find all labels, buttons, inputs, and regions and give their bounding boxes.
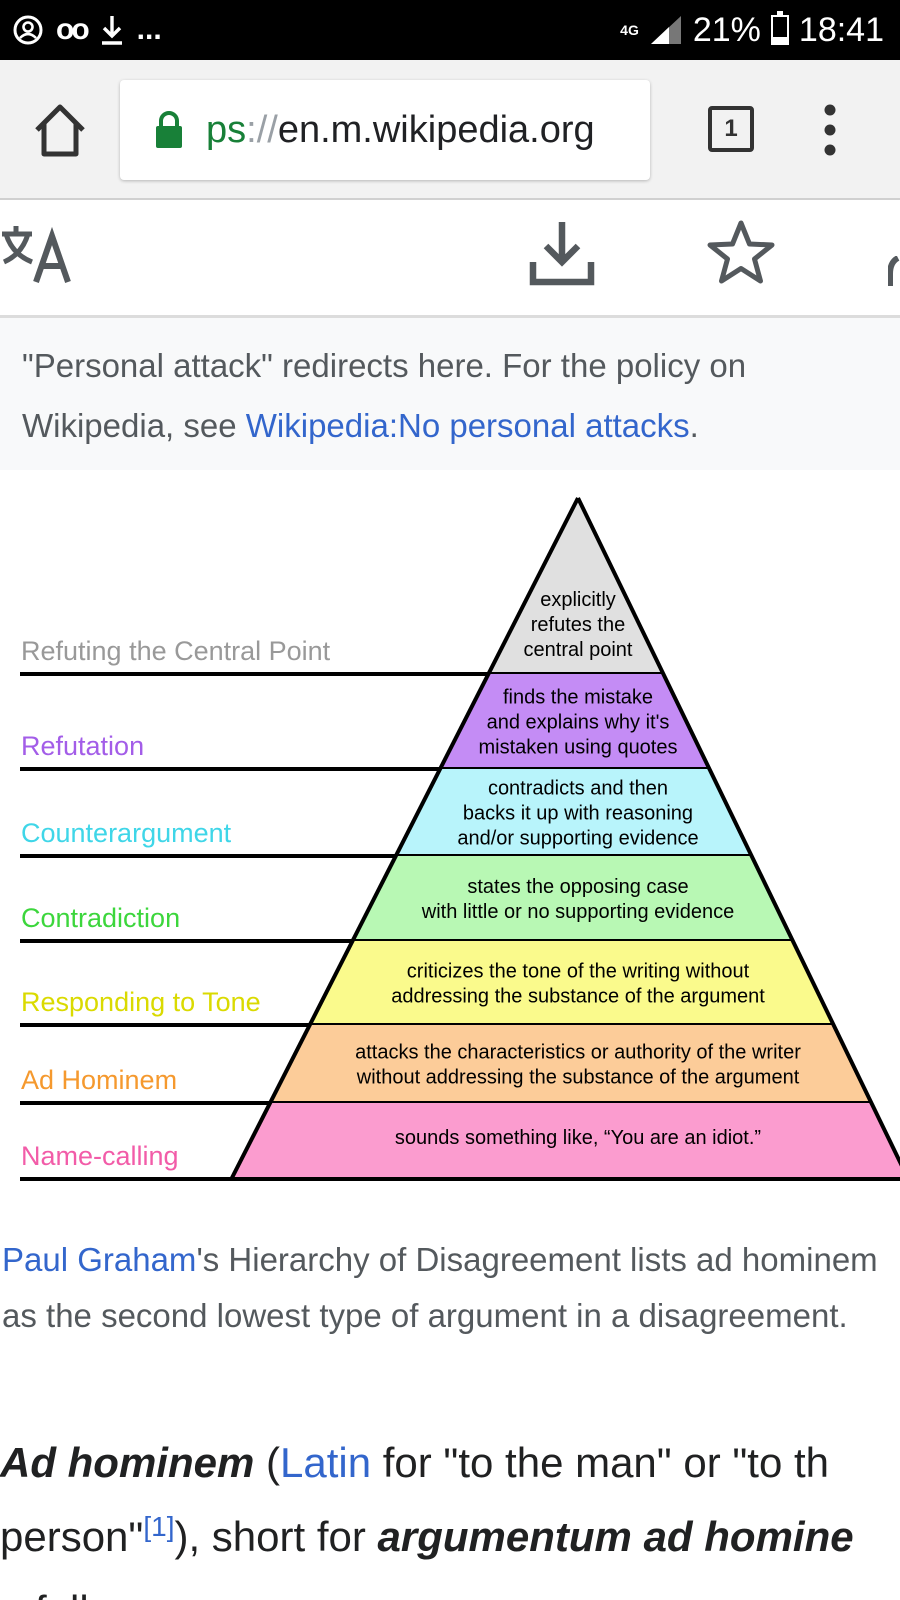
account-icon [13, 15, 43, 45]
download-icon[interactable] [528, 218, 596, 288]
term-ad-hominem: Ad hominem [0, 1439, 255, 1486]
level-label: Contradiction [21, 903, 180, 933]
pyramid-tier [440, 674, 710, 769]
status-bar: oo ... 4G 21% 18:41 [0, 0, 900, 60]
pyramid-edge-right [576, 497, 900, 1167]
pyramid-tier [270, 1025, 872, 1103]
article-text: a fallacy [0, 1587, 154, 1600]
pyramid-tier [352, 856, 793, 941]
level-description: with little or no supporting evidence [421, 901, 734, 923]
star-icon[interactable] [706, 218, 776, 288]
hatnote: "Personal attack" redirects here. For th… [0, 318, 900, 470]
term-argumentum: argumentum ad homine [377, 1513, 854, 1560]
url-text[interactable]: ps://en.m.wikipedia.org [206, 109, 595, 152]
address-bar[interactable]: ps://en.m.wikipedia.org [120, 80, 650, 180]
pyramid-tier [488, 498, 664, 674]
level-description: states the opposing case [467, 876, 688, 898]
article-text: for "to the man" or "to th [371, 1439, 830, 1486]
article-line: a fallacy [0, 1574, 900, 1600]
lock-icon [156, 111, 182, 148]
network-type-label: 4G [620, 22, 639, 38]
hatnote-text-end: . [689, 407, 699, 444]
level-description: refutes the [531, 614, 626, 636]
tab-switcher-button[interactable]: 1 [708, 106, 754, 152]
article-text: ), short for [174, 1513, 378, 1560]
pyramid-edge-left [229, 497, 580, 1180]
level-description: central point [524, 639, 633, 661]
level-description: contradicts and then [488, 778, 668, 800]
level-label: Refuting the Central Point [21, 636, 331, 666]
level-description: finds the mistake [503, 687, 653, 709]
level-label: Name-calling [21, 1141, 179, 1171]
level-label: Responding to Tone [21, 987, 261, 1017]
article-text: person" [0, 1513, 144, 1560]
caption-link[interactable]: Paul Graham [2, 1241, 197, 1278]
voicemail-icon: oo [56, 13, 90, 46]
level-description: attacks the characteristics or authority… [355, 1042, 801, 1064]
pyramid-tier [309, 941, 834, 1025]
caption-text: 's Hierarchy of Disagreement lists ad ho… [2, 1241, 878, 1334]
level-label: Ad Hominem [21, 1065, 177, 1095]
level-description: backs it up with reasoning [463, 803, 693, 825]
url-scheme: ps [206, 108, 247, 151]
url-separator: :// [246, 108, 278, 151]
partial-icon[interactable] [888, 256, 900, 286]
level-description: addressing the substance of the argument [391, 986, 765, 1008]
level-description: sounds something like, “You are an idiot… [395, 1127, 761, 1149]
more-notifications-icon: ... [136, 13, 162, 46]
battery-icon [770, 11, 789, 45]
url-host: en.m.wikipedia.org [277, 108, 595, 151]
hierarchy-figure[interactable]: Refuting the Central Point explicitly refu… [0, 490, 900, 1210]
level-description: mistaken using quotes [478, 737, 677, 759]
translate-icon[interactable] [0, 220, 78, 284]
status-right: 4G 21% 18:41 [620, 8, 884, 52]
level-label: Refutation [21, 731, 144, 761]
hatnote-link[interactable]: Wikipedia:No personal attacks [245, 407, 690, 444]
article-text: ( [254, 1439, 280, 1486]
browser-toolbar: ps://en.m.wikipedia.org 1 [0, 60, 900, 200]
download-status-icon [101, 16, 122, 45]
level-description: without addressing the substance of the … [356, 1067, 800, 1089]
pyramid-tier [395, 769, 752, 856]
reference-link[interactable]: [1] [143, 1511, 175, 1542]
battery-percent: 21% [692, 10, 761, 49]
hatnote-text: "Personal attack" redirects here. For th… [22, 347, 747, 444]
figure-caption: Paul Graham's Hierarchy of Disagreement … [2, 1232, 892, 1344]
page-actions-bar [0, 200, 900, 318]
article-line: Ad hominem (Latin for "to the man" or "t… [0, 1426, 900, 1500]
article-body: Ad hominem (Latin for "to the man" or "t… [0, 1426, 900, 1600]
level-description: criticizes the tone of the writing witho… [407, 961, 750, 983]
clock: 18:41 [798, 10, 884, 49]
level-description: and explains why it's [487, 712, 670, 734]
level-description: and/or supporting evidence [457, 828, 698, 850]
pyramid-tier [231, 1103, 900, 1179]
status-left-icons: oo ... [12, 10, 162, 50]
disagreement-pyramid: Refuting the Central Point explicitly refu… [20, 497, 900, 1181]
signal-icon [650, 16, 681, 44]
article-line: person"[1]), short for argumentum ad hom… [0, 1500, 900, 1574]
level-label: Counterargument [21, 818, 232, 848]
overflow-menu-icon[interactable] [820, 102, 840, 158]
level-description: explicitly [540, 589, 616, 611]
latin-link[interactable]: Latin [280, 1439, 372, 1486]
home-icon[interactable] [32, 100, 88, 160]
